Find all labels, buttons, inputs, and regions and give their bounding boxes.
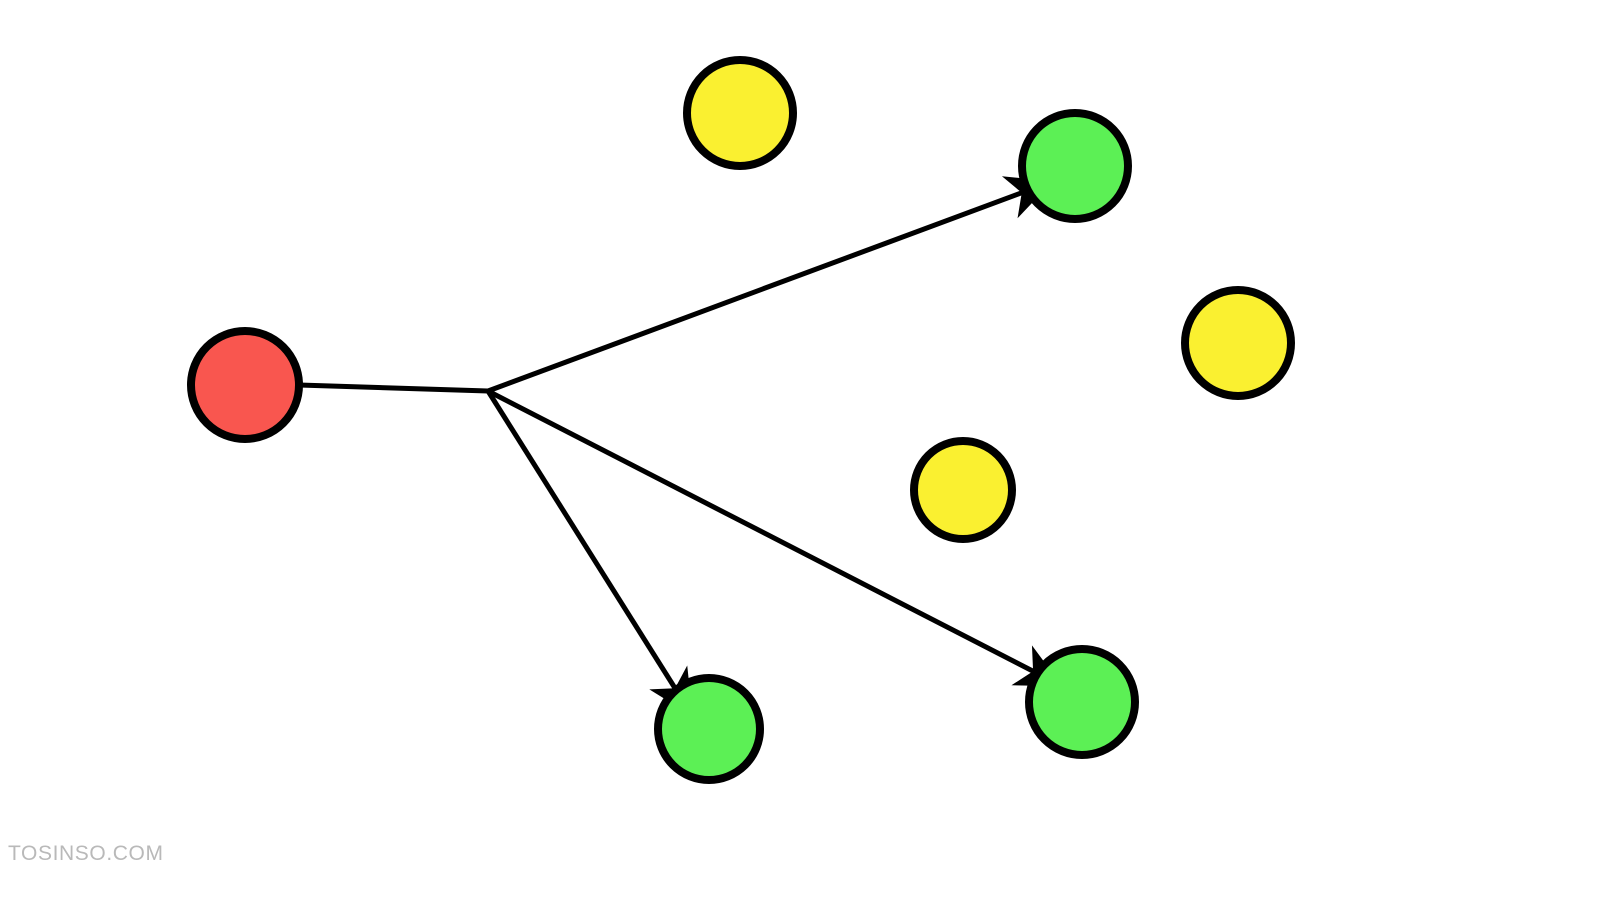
idle-node-yellow-right[interactable]	[1181, 286, 1295, 400]
source-node-red[interactable]	[187, 327, 303, 443]
target-node-green-bottom-left[interactable]	[654, 674, 764, 784]
edge-layer	[298, 176, 1063, 717]
edge-junction-to-green-bottom-left	[485, 389, 693, 717]
edge-source-to-junction	[298, 382, 489, 394]
idle-node-yellow-middle[interactable]	[910, 437, 1016, 543]
node-layer	[187, 56, 1295, 784]
target-node-green-bottom-right[interactable]	[1025, 645, 1139, 759]
edge-junction-to-green-bottom-right	[486, 388, 1063, 687]
target-node-green-top-right[interactable]	[1018, 109, 1132, 223]
watermark-label: TOSINSO.COM	[8, 842, 164, 865]
edge-junction-to-green-top-right	[487, 176, 1053, 394]
idle-node-yellow-top[interactable]	[683, 56, 797, 170]
